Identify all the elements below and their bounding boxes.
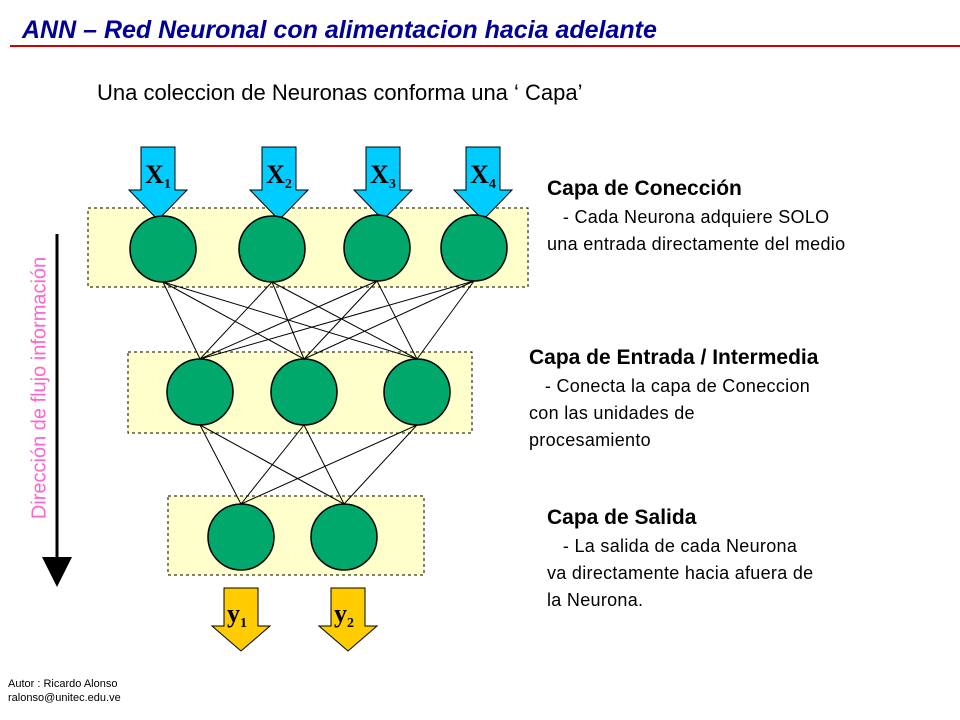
layer-title-hidden: Capa de Entrada / Intermedia: [529, 346, 819, 369]
neuron-output-1: [207, 503, 275, 571]
input-arrow-3: X3: [352, 146, 414, 221]
neuron-connection-3: [343, 214, 411, 282]
link-c1-h3: [162, 281, 418, 360]
link-h3-o2: [343, 424, 418, 505]
neuron-connection-4: [440, 214, 508, 282]
layer-text-hidden-line-3: procesamiento: [529, 430, 651, 450]
output-arrow-2: y2: [317, 587, 379, 652]
layer-text-output-line-1: - La salida de cada Neurona: [547, 536, 798, 556]
neuron-hidden-1: [166, 358, 234, 426]
author-credit: Autor : Ricardo Alonso ralonso@unitec.ed…: [8, 677, 121, 705]
neuron-output-2: [310, 503, 378, 571]
input-arrow-1: X1: [127, 146, 189, 221]
author-email: ralonso@unitec.edu.ve: [8, 692, 121, 704]
layer-title-connection: Capa de Conección: [547, 177, 742, 200]
input-arrow-4: X4: [452, 146, 514, 221]
layer-text-hidden-line-2: con las unidades de: [529, 403, 695, 423]
connections-hidden-to-output: [199, 424, 418, 505]
link-h3-o1: [240, 424, 418, 505]
layer-description-connection: Capa de Conección - Cada Neurona adquier…: [547, 174, 845, 258]
link-c3-h1: [199, 280, 378, 360]
input-label-4: X4: [470, 160, 496, 192]
link-c1-h2: [162, 281, 305, 360]
input-arrow-2: X2: [248, 146, 310, 221]
layer-text-output-line-2: va directamente hacia afuera de: [547, 563, 814, 583]
layer-text-connection-line-1: - Cada Neurona adquiere SOLO: [547, 207, 830, 227]
neuron-hidden-2: [270, 358, 338, 426]
link-c3-h3: [376, 280, 418, 360]
slide-title: ANN – Red Neuronal con alimentacion haci…: [22, 16, 657, 44]
layer-title-output: Capa de Salida: [547, 506, 697, 529]
link-h2-o1: [240, 424, 305, 505]
neuron-connection-2: [238, 215, 306, 283]
subtitle: Una coleccion de Neuronas conforma una ‘…: [97, 80, 583, 105]
output-arrow-1: y1: [210, 587, 272, 652]
title-rule: [10, 45, 960, 47]
flow-direction-label: Dirección de flujo información: [28, 256, 51, 520]
layer-description-output: Capa de Salida - La salida de cada Neuro…: [547, 503, 813, 614]
link-c4-h2: [303, 280, 475, 360]
author-name: Autor : Ricardo Alonso: [8, 678, 118, 690]
link-h2-o2: [303, 424, 345, 505]
layer-text-output-line-3: la Neurona.: [547, 590, 644, 610]
input-label-2: X2: [266, 160, 292, 192]
link-c4-h3: [416, 280, 475, 360]
input-label-3: X3: [370, 160, 396, 192]
layer-description-hidden: Capa de Entrada / Intermedia - Conecta l…: [529, 343, 818, 454]
output-label-2: y2: [334, 599, 354, 631]
layer-text-hidden-line-1: - Conecta la capa de Coneccion: [529, 376, 811, 396]
layer-text-connection-line-2: una entrada directamente del medio: [547, 234, 846, 254]
output-label-1: y1: [227, 599, 247, 631]
layer-box-output: [167, 495, 425, 576]
neuron-hidden-3: [383, 358, 451, 426]
link-c1-h1: [162, 281, 201, 360]
link-c3-h2: [303, 280, 378, 360]
connections-connection-to-hidden: [162, 280, 475, 360]
link-c4-h1: [199, 280, 475, 360]
link-c2-h3: [271, 281, 418, 360]
input-label-1: X1: [145, 160, 171, 192]
neuron-connection-1: [129, 215, 197, 283]
link-c2-h1: [199, 281, 273, 360]
link-h1-o1: [199, 424, 242, 505]
